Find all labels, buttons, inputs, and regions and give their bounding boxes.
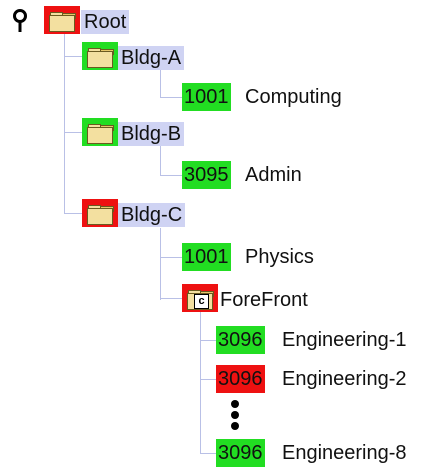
tree-connector bbox=[200, 379, 216, 380]
tree-connector bbox=[200, 453, 216, 454]
group-badge-c: c bbox=[194, 294, 209, 309]
bldg-a-label[interactable]: Bldg-A bbox=[118, 46, 185, 70]
ellipsis-dot bbox=[231, 422, 239, 430]
tree-connector bbox=[160, 175, 182, 176]
tree-connector bbox=[160, 97, 182, 98]
tree-connector bbox=[200, 340, 216, 341]
tree-connector bbox=[160, 228, 161, 300]
room-number-badge[interactable]: 3096 bbox=[216, 439, 265, 467]
pin-icon[interactable] bbox=[12, 8, 28, 36]
bldg-c-folder-icon[interactable] bbox=[82, 199, 118, 227]
room-name[interactable]: Computing bbox=[245, 86, 342, 108]
ellipsis-dot bbox=[231, 400, 239, 408]
tree-connector bbox=[64, 132, 82, 133]
room-number-badge[interactable]: 3096 bbox=[216, 326, 265, 354]
room-name[interactable]: Engineering-1 bbox=[282, 329, 407, 351]
tree-connector bbox=[64, 213, 82, 214]
tree-connector bbox=[200, 312, 201, 454]
bldg-b-label[interactable]: Bldg-B bbox=[118, 122, 185, 146]
tree-connector bbox=[160, 146, 161, 176]
forefront-folder-icon[interactable]: c bbox=[182, 284, 218, 312]
bldg-a-folder-icon[interactable] bbox=[82, 42, 118, 70]
root-folder-icon[interactable] bbox=[44, 6, 80, 34]
room-number-badge[interactable]: 3096 bbox=[216, 365, 265, 393]
tree-connector bbox=[160, 257, 182, 258]
bldg-b-folder-icon[interactable] bbox=[82, 118, 118, 146]
tree-connector bbox=[160, 298, 182, 299]
room-name[interactable]: Engineering-8 bbox=[282, 442, 407, 464]
bldg-c-label[interactable]: Bldg-C bbox=[118, 203, 186, 227]
room-name[interactable]: Admin bbox=[245, 164, 302, 186]
root-label[interactable]: Root bbox=[81, 10, 130, 34]
forefront-label[interactable]: ForeFront bbox=[220, 289, 308, 311]
room-number-badge[interactable]: 1001 bbox=[182, 83, 231, 111]
tree-connector bbox=[64, 56, 82, 57]
room-number-badge[interactable]: 3095 bbox=[182, 161, 231, 189]
tree-connector bbox=[160, 70, 161, 98]
ellipsis-dot bbox=[231, 411, 239, 419]
tree-connector bbox=[64, 34, 65, 214]
room-number-badge[interactable]: 1001 bbox=[182, 243, 231, 271]
room-name[interactable]: Engineering-2 bbox=[282, 368, 407, 390]
room-name[interactable]: Physics bbox=[245, 246, 314, 268]
